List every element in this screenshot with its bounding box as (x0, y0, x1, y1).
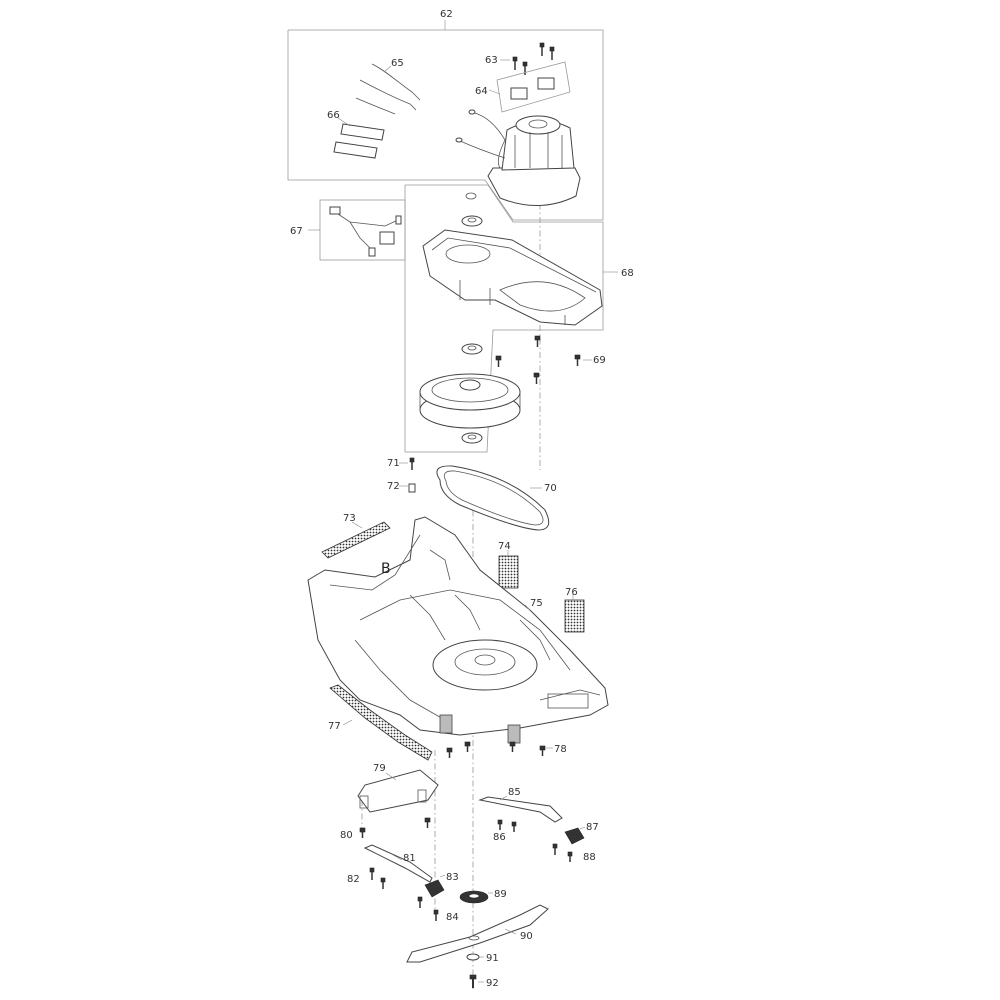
callout-70: 70 (544, 483, 557, 494)
callout-83: 83 (446, 872, 459, 883)
retaining-ring (465, 192, 477, 200)
lower-bearing (461, 432, 483, 444)
callout-68: 68 (621, 268, 634, 279)
callout-62: 62 (440, 9, 453, 20)
blade-bolt (469, 974, 484, 988)
callout-65: 65 (391, 58, 404, 69)
left-arm-screws (369, 867, 386, 889)
callout-71: 71 (387, 458, 400, 469)
brush-holders (488, 61, 571, 113)
mower-deck (307, 516, 609, 744)
bracket-screws (359, 817, 431, 838)
drive-belt (436, 465, 550, 531)
upper-bearing (461, 215, 483, 227)
right-blade-arm (478, 795, 563, 823)
left-blade-clip (424, 874, 446, 898)
motor-group-frame (287, 20, 604, 221)
blade-washer (466, 953, 484, 961)
callout-80: 80 (340, 830, 353, 841)
drive-pulley (419, 373, 521, 429)
blade-adapter (459, 890, 493, 904)
cutting-blade (406, 904, 549, 963)
right-clip-screws (552, 843, 573, 862)
belt-clip (399, 483, 416, 493)
gearbox-housing (422, 229, 603, 326)
callout-74: 74 (498, 541, 511, 552)
deck-screws (446, 741, 553, 758)
belt-screw (399, 457, 415, 470)
callout-85: 85 (508, 787, 521, 798)
callout-67: 67 (290, 226, 303, 237)
foam-strips (333, 117, 385, 159)
deck-leader (524, 604, 531, 611)
foam-strip-upper (321, 521, 391, 559)
motor-screws (500, 42, 555, 75)
callout-77: 77 (328, 721, 341, 732)
middle-bearing (461, 343, 483, 355)
left-blade-arm (363, 844, 433, 883)
air-filter-left (498, 550, 519, 589)
air-filter-right (564, 594, 585, 633)
electric-motor (455, 109, 581, 207)
callout-90: 90 (520, 931, 533, 942)
callout-84: 84 (446, 912, 459, 923)
callout-87: 87 (586, 822, 599, 833)
callout-69: 69 (593, 355, 606, 366)
callout-75: 75 (530, 598, 543, 609)
callout-92: 92 (486, 978, 499, 989)
callout-66: 66 (327, 110, 340, 121)
foam-strip-lower (329, 684, 433, 761)
callout-64: 64 (475, 86, 488, 97)
callout-76: 76 (565, 587, 578, 598)
view-marker-b: B (381, 561, 391, 577)
rear-bracket (357, 769, 439, 813)
callout-73: 73 (343, 513, 356, 524)
callout-88: 88 (583, 852, 596, 863)
right-blade-clip (564, 826, 586, 845)
callout-78: 78 (554, 744, 567, 755)
housing-screws (495, 335, 592, 384)
callout-86: 86 (493, 832, 506, 843)
callout-89: 89 (494, 889, 507, 900)
right-arm-screws (497, 819, 517, 832)
callout-79: 79 (373, 763, 386, 774)
callout-91: 91 (486, 953, 499, 964)
callout-72: 72 (387, 481, 400, 492)
gearbox-housing-frame (404, 184, 618, 453)
callout-81: 81 (403, 853, 416, 864)
motor-wires (355, 63, 421, 115)
callout-63: 63 (485, 55, 498, 66)
left-clip-screws (417, 896, 439, 921)
wiring-harness (308, 199, 406, 261)
callout-82: 82 (347, 874, 360, 885)
